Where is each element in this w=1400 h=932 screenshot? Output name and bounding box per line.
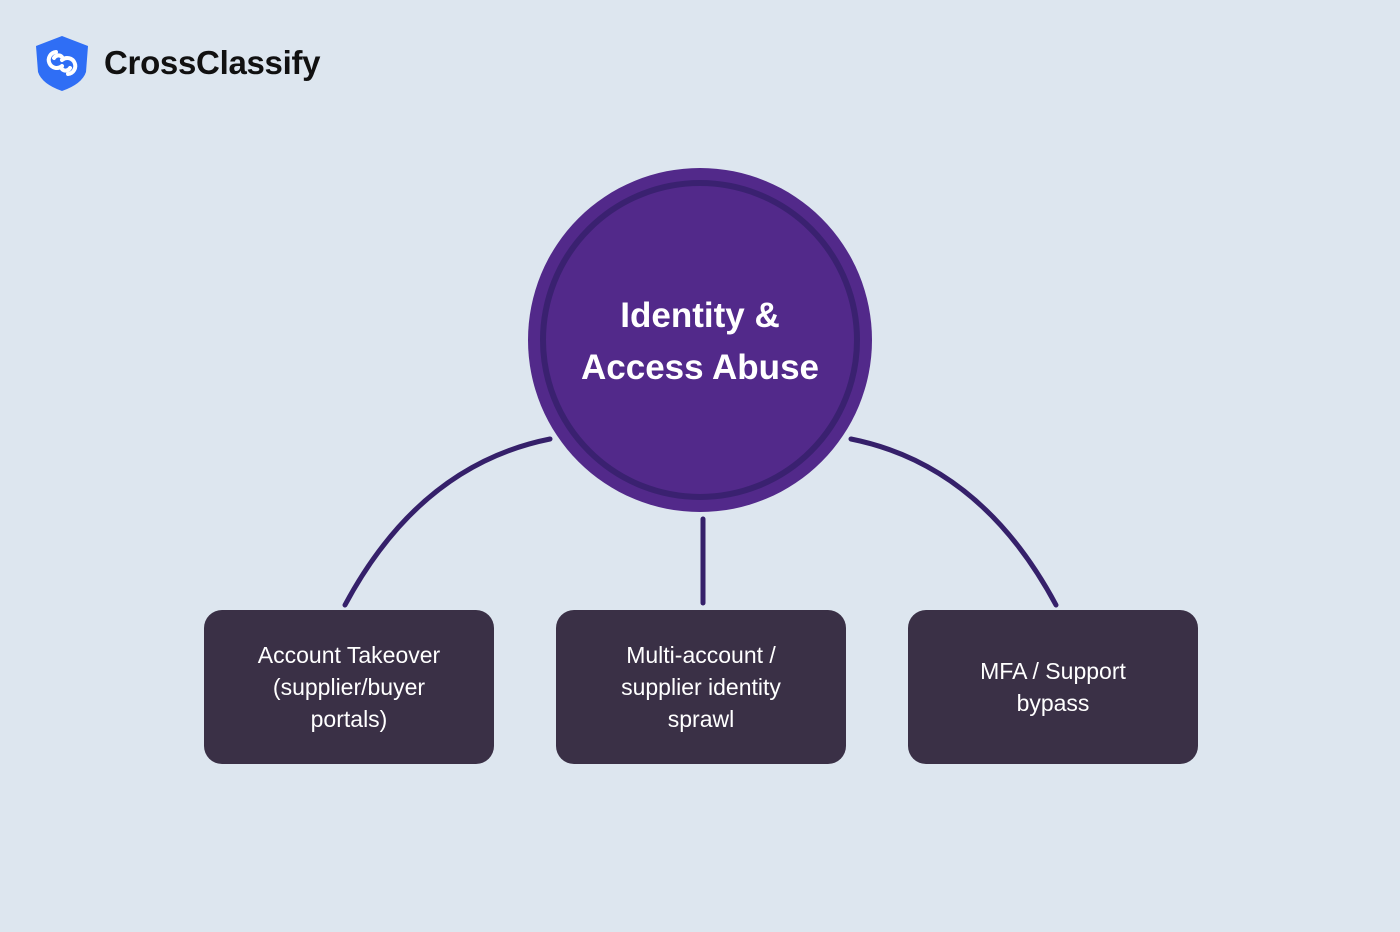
- hub-title: Identity & Access Abuse: [528, 290, 872, 394]
- node-multi-account: Multi-account / supplier identity sprawl: [556, 610, 846, 764]
- hub-ring: [540, 180, 860, 500]
- brand-logo: CrossClassify: [34, 34, 321, 92]
- hub-title-line2: Access Abuse: [581, 348, 819, 387]
- hub-title-line1: Identity &: [620, 296, 780, 335]
- node-account-takeover: Account Takeover (supplier/buyer portals…: [204, 610, 494, 764]
- connector-left: [342, 436, 553, 608]
- hub-node: Identity & Access Abuse: [528, 168, 872, 512]
- node-label: Account Takeover (supplier/buyer portals…: [257, 642, 441, 732]
- shield-link-icon: [36, 36, 88, 91]
- brand-name: CrossClassify: [104, 44, 321, 81]
- node-mfa-bypass: MFA / Support bypass: [908, 610, 1198, 764]
- connector-right: [848, 436, 1059, 608]
- node-label: Multi-account / supplier identity sprawl: [621, 642, 781, 732]
- node-label: MFA / Support bypass: [980, 658, 1126, 716]
